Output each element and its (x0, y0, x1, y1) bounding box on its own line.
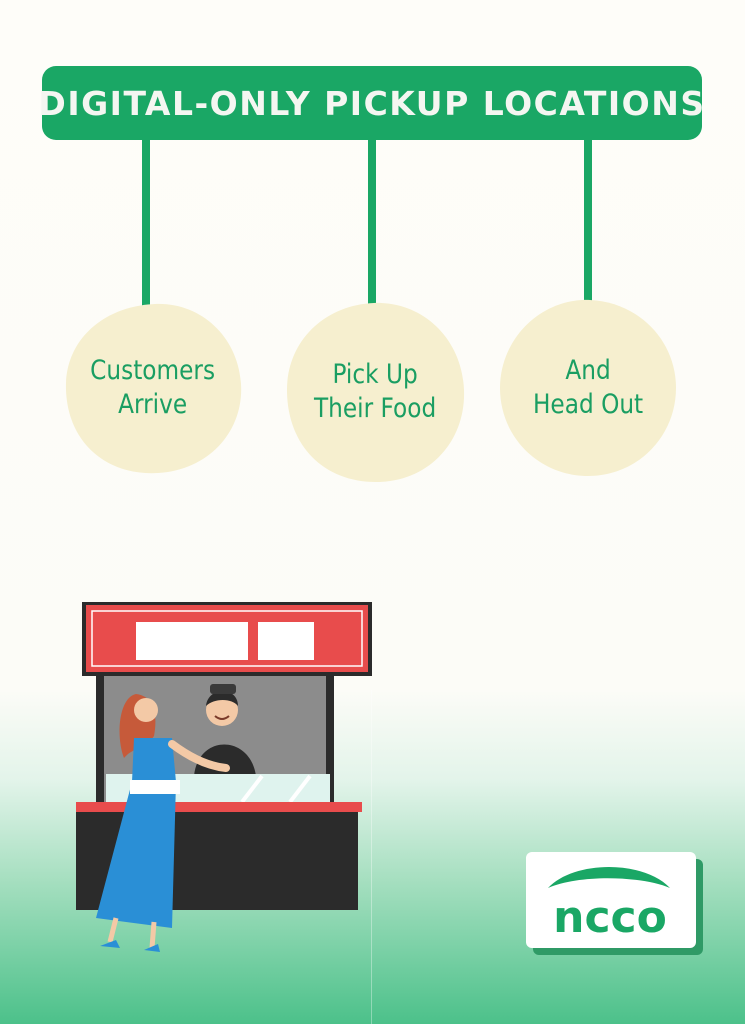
step-1-line-1: Customers (90, 355, 216, 386)
divider-line (371, 690, 372, 1024)
step-3-line-2: Head Out (532, 389, 644, 420)
ncco-logo-card: ncco (526, 852, 696, 948)
step-pick-up-food: Pick Up Their Food (282, 298, 468, 486)
banner-title: DIGITAL-ONLY PICKUP LOCATIONS (38, 83, 706, 123)
food-stall-illustration (76, 602, 372, 952)
connector-line-3 (584, 140, 592, 316)
connector-line-2 (368, 140, 376, 316)
step-2-line-1: Pick Up (332, 359, 418, 390)
title-banner: DIGITAL-ONLY PICKUP LOCATIONS (38, 66, 704, 140)
connector-line-1 (142, 140, 150, 316)
step-customers-arrive: Customers Arrive (60, 298, 246, 478)
cream-blob-icon (500, 299, 676, 476)
step-2-line-2: Their Food (313, 393, 437, 424)
step-head-out: And Head Out (496, 296, 680, 480)
step-3-line-1: And (565, 355, 611, 386)
step-1-line-2: Arrive (118, 389, 188, 420)
cream-blob-icon (65, 303, 242, 474)
ncco-wordmark: ncco (553, 892, 667, 943)
cream-blob-icon (286, 302, 465, 482)
ncco-logo-icon: ncco (548, 867, 670, 943)
